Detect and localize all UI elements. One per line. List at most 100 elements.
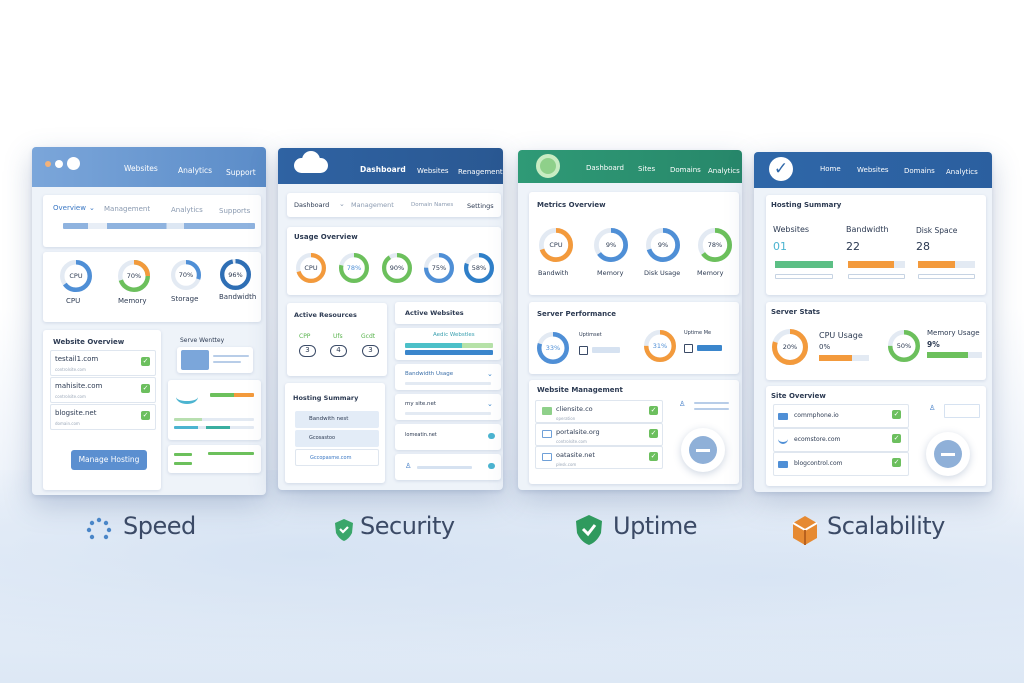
website-row[interactable]: Bandwidth Usage⌄ xyxy=(395,364,501,390)
nav-analytics[interactable]: Analytics xyxy=(946,168,978,176)
sparkline-icon xyxy=(176,390,198,404)
nav-home[interactable]: Home xyxy=(820,165,841,173)
resource-count: 3 xyxy=(299,345,316,357)
gauge-fill xyxy=(464,253,494,283)
section-title: Website Management xyxy=(537,386,623,394)
hosting-row[interactable]: Gcosastoo xyxy=(295,430,379,447)
tab-supports[interactable]: Supports xyxy=(219,207,251,215)
nav-sites[interactable]: Sites xyxy=(638,165,656,173)
check-icon[interactable]: ✓ xyxy=(141,384,150,393)
nav-websites[interactable]: Websites xyxy=(124,164,158,173)
gauge-ring xyxy=(698,228,732,262)
hosting-row[interactable]: Gccopasme.com xyxy=(295,449,379,466)
check-icon[interactable]: ✓ xyxy=(649,429,658,438)
dashboard-panel-1: Websites Analytics Support Overview ⌄ Ma… xyxy=(32,147,266,495)
section-title: Hosting Summary xyxy=(771,201,842,209)
bandwidth-gauge: CPU xyxy=(539,228,573,262)
tab-management[interactable]: Management xyxy=(104,205,151,213)
tabs-card: Overview ⌄ Management Analytics Supports xyxy=(43,195,261,247)
calendar-icon xyxy=(684,344,693,353)
chevron-down-icon[interactable]: ⌄ xyxy=(487,370,493,378)
check-icon[interactable]: ✓ xyxy=(649,452,658,461)
site-icon xyxy=(778,437,788,444)
website-row[interactable]: ♙ xyxy=(395,454,501,480)
calendar-icon xyxy=(579,346,588,355)
nav-analytics[interactable]: Analytics xyxy=(178,166,213,175)
website-row[interactable]: lomeatin.net xyxy=(395,424,501,450)
site-row[interactable]: ecomstore.com✓ xyxy=(773,428,909,452)
remove-button[interactable] xyxy=(681,428,725,472)
check-icon[interactable]: ✓ xyxy=(892,434,901,443)
gauge-label: Memory xyxy=(118,297,147,305)
disk-space-progress-bar xyxy=(918,261,975,268)
section-title: Hosting Summary xyxy=(293,394,359,402)
gauge-ring xyxy=(772,329,808,365)
chevron-down-icon[interactable]: ⌄ xyxy=(487,400,493,408)
website-banner: Aedic Webstles xyxy=(395,328,501,360)
gauge-fill xyxy=(698,228,732,262)
gauge-ring xyxy=(424,253,454,283)
gauge-ring xyxy=(339,253,369,283)
header-bar: Dashboard Sites Domains Analytics xyxy=(518,150,742,183)
nav-dashboard[interactable]: Dashboard xyxy=(586,164,624,172)
tab-analytics[interactable]: Analytics xyxy=(171,206,203,214)
site-icon xyxy=(542,430,552,438)
gauge-fill xyxy=(171,260,201,290)
tab-overview[interactable]: Overview xyxy=(53,204,86,212)
site-row[interactable]: blogcontrol.com✓ xyxy=(773,452,909,476)
nav-dashboard[interactable]: Dashboard xyxy=(360,165,406,174)
hosting-row[interactable]: Bandwith nest xyxy=(295,411,379,428)
security-shield-icon xyxy=(335,519,353,541)
tab-dashboard[interactable]: Dashboard xyxy=(294,201,330,209)
nav-domains[interactable]: Domains xyxy=(670,166,701,174)
remove-button[interactable] xyxy=(926,432,970,476)
tab-management[interactable]: Management xyxy=(351,201,394,209)
manage-hosting-button[interactable]: Manage Hosting xyxy=(71,450,147,470)
gauge-label: CPU xyxy=(66,297,81,305)
gauge-fill xyxy=(296,253,326,283)
check-icon[interactable]: ✓ xyxy=(892,458,901,467)
bandwidth-gauge: 96% xyxy=(220,259,251,290)
tab-domain-names[interactable]: Domain Names xyxy=(411,202,454,208)
disk-usage-gauge: 9% xyxy=(646,228,680,262)
minus-icon xyxy=(934,440,962,468)
check-icon[interactable]: ✓ xyxy=(649,406,658,415)
section-title: Site Overview xyxy=(771,392,826,400)
site-icon xyxy=(778,461,788,468)
nav-management[interactable]: Renagement xyxy=(458,168,503,176)
bandwidth-progress-bar xyxy=(848,261,905,268)
minus-icon xyxy=(689,436,717,464)
scalability-box-icon xyxy=(792,516,818,545)
usage-gauge: 75% xyxy=(424,253,454,283)
cloud-logo-icon xyxy=(302,151,320,169)
server-icon xyxy=(181,350,209,370)
check-icon[interactable]: ✓ xyxy=(141,357,150,366)
chevron-down-icon[interactable]: ⌄ xyxy=(339,200,345,208)
header-bar: ✓ Home Websites Domains Analytics xyxy=(754,152,992,188)
website-row[interactable]: my site.net⌄ xyxy=(395,394,501,420)
chevron-down-icon[interactable]: ⌄ xyxy=(89,204,95,212)
nav-domains[interactable]: Domains xyxy=(904,167,935,175)
check-icon[interactable]: ✓ xyxy=(892,410,901,419)
cpu-gauge: CPU xyxy=(60,260,92,292)
check-icon[interactable]: ✓ xyxy=(141,411,150,420)
site-row[interactable]: commphone.io✓ xyxy=(773,404,909,428)
header-bar: Websites Analytics Support xyxy=(32,147,266,187)
nav-websites[interactable]: Websites xyxy=(417,167,449,175)
gauge-ring xyxy=(296,253,326,283)
server-widget xyxy=(177,347,253,373)
nav-websites[interactable]: Websites xyxy=(857,166,889,174)
user-icon: ♙ xyxy=(929,404,936,412)
dashboard-panel-2: Dashboard Websites Renagement Dashboard … xyxy=(278,148,503,490)
nav-analytics[interactable]: Analytics xyxy=(708,167,740,175)
chart-widget xyxy=(168,380,261,440)
site-icon xyxy=(542,407,552,415)
tab-settings[interactable]: Settings xyxy=(467,202,494,210)
nav-support[interactable]: Support xyxy=(226,168,256,177)
